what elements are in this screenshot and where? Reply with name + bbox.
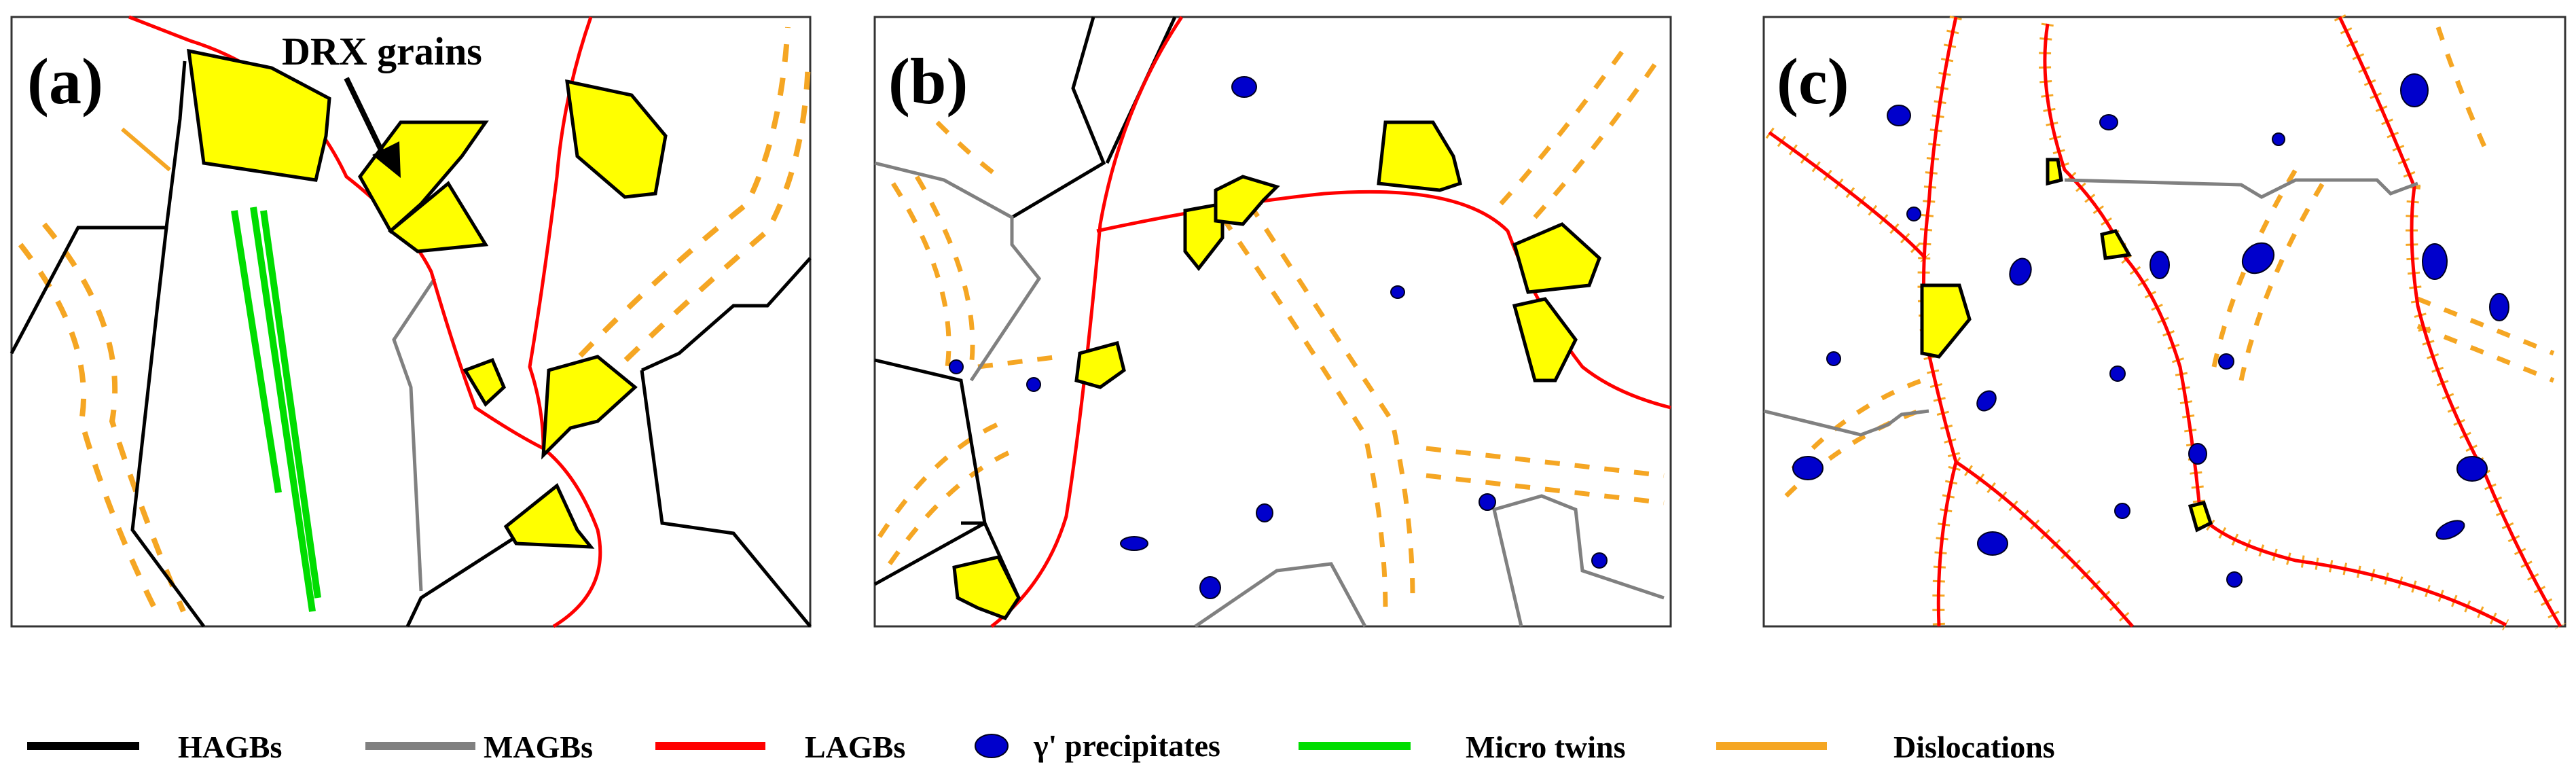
panel-c: (c) <box>1762 14 2566 630</box>
legend-label-micro-twins: Micro twins <box>1466 730 1626 764</box>
panel-b-dislocations <box>877 39 1665 612</box>
legend-label-hagbs: HAGBs <box>178 730 282 764</box>
legend-item-dislocations: Dislocations <box>1716 730 2055 764</box>
panel-b-magbs <box>874 161 1665 628</box>
panel-a-drx-grains <box>187 48 668 549</box>
panel-c-precipitates <box>1792 73 2509 588</box>
panel-a-frame <box>10 16 812 628</box>
legend-label-lagbs: LAGBs <box>805 730 905 764</box>
legend-label-dislocations: Dislocations <box>1893 730 2055 764</box>
panel-a-micro-twins <box>231 207 321 612</box>
legend-swatch-precipitates <box>975 734 1009 758</box>
panel-c-lagbs <box>1768 16 2562 628</box>
drx-grains-label: DRX grains <box>282 29 482 73</box>
panel-a-hagbs <box>10 60 812 628</box>
legend-item-precipitates: γ' precipitates <box>975 728 1220 763</box>
panel-b-label: (b) <box>888 45 968 118</box>
panel-c-drx-grains <box>1920 158 2213 533</box>
panel-c-magbs <box>1763 178 2418 437</box>
legend-label-magbs: MAGBs <box>484 730 593 764</box>
panel-a-dislocations <box>18 26 811 613</box>
legend-item-micro-twins: Micro twins <box>1299 730 1626 764</box>
legend-item-lagbs: LAGBs <box>655 730 905 764</box>
panel-b-drx-grains <box>952 120 1601 621</box>
legend-item-magbs: MAGBs <box>365 730 593 764</box>
panel-a: DRX grains (a) <box>10 15 812 628</box>
legend-label-precipitates: γ' precipitates <box>1033 728 1220 763</box>
panel-c-label: (c) <box>1777 45 1849 118</box>
drx-grains-arrow <box>344 77 401 178</box>
panel-a-label: (a) <box>27 45 103 118</box>
panel-b-precipitates <box>949 76 1608 599</box>
legend-item-hagbs: HAGBs <box>27 730 282 764</box>
panel-a-magb <box>392 277 437 592</box>
legend: HAGBs MAGBs LAGBs γ' precipitates Micro … <box>27 728 2055 764</box>
panel-b: (b) <box>873 16 1672 628</box>
